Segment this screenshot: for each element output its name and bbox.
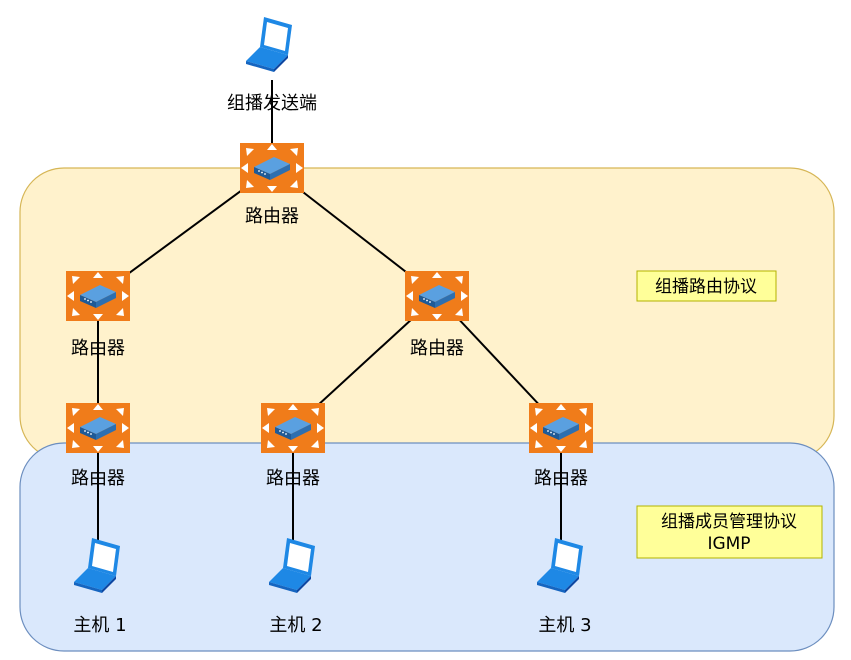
igmp-tag-line2: IGMP xyxy=(707,534,750,554)
router-icon xyxy=(66,271,130,321)
router-icon xyxy=(66,403,130,453)
router-bottom-3-label: 路由器 xyxy=(534,468,588,489)
router-icon xyxy=(405,271,469,321)
sender-label: 组播发送端 xyxy=(227,93,317,114)
host-2-label: 主机 2 xyxy=(269,615,322,636)
router-icon xyxy=(529,403,593,453)
routing-protocol-tag xyxy=(636,270,777,302)
router-top-label: 路由器 xyxy=(245,206,299,227)
router-icon xyxy=(261,403,325,453)
igmp-region xyxy=(19,442,835,652)
host-1-label: 主机 1 xyxy=(73,615,126,636)
router-mid-left-label: 路由器 xyxy=(71,338,125,359)
host-3-label: 主机 3 xyxy=(538,615,591,636)
router-mid-right-label: 路由器 xyxy=(410,338,464,359)
routing-protocol-tag-text: 组播路由协议 xyxy=(655,277,757,297)
laptop-icon xyxy=(246,17,292,72)
router-bottom-1-label: 路由器 xyxy=(71,468,125,489)
igmp-tag-line1: 组播成员管理协议 xyxy=(661,512,797,532)
router-icon xyxy=(240,143,304,193)
igmp-tag xyxy=(636,505,823,559)
router-bottom-2-label: 路由器 xyxy=(266,468,320,489)
